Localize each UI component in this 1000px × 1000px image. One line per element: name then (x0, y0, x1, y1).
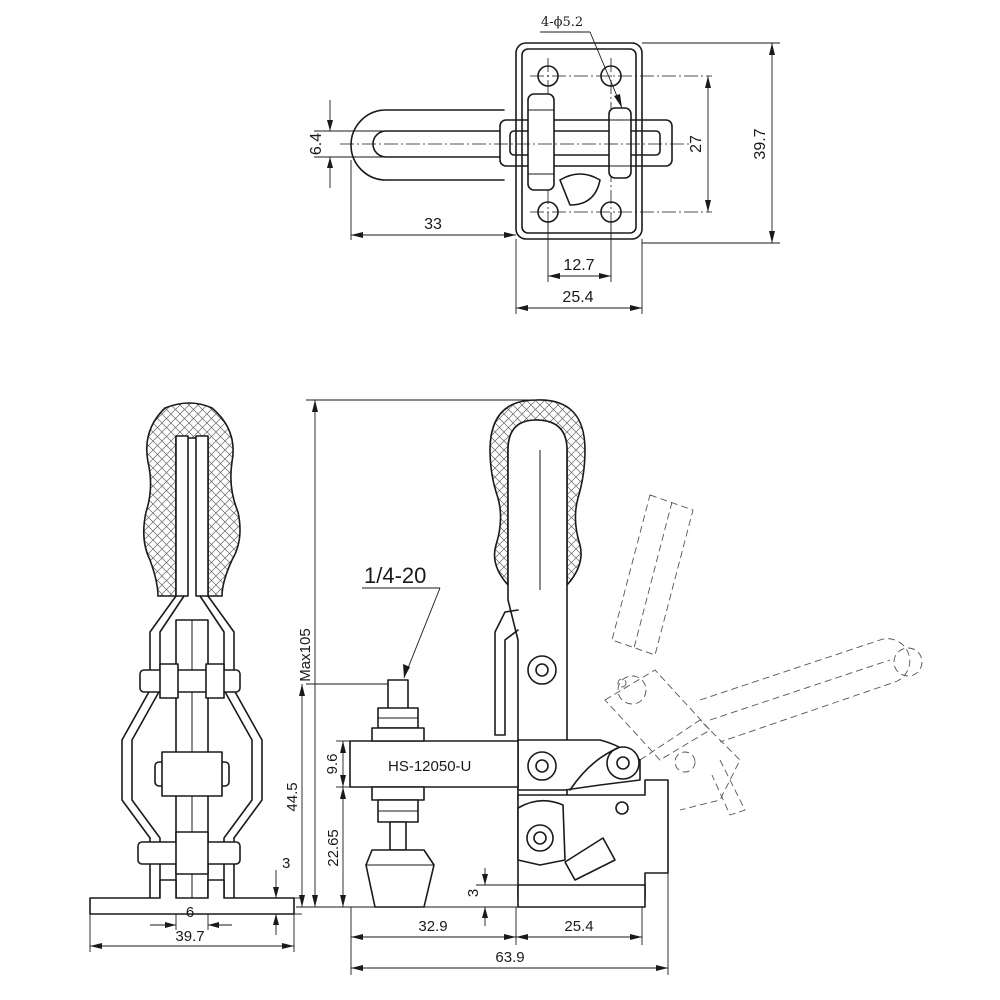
thread-label: 1/4-20 (364, 563, 426, 588)
front-pivot-arm (606, 746, 640, 780)
top-view: 4-ϕ5.2 6.4 33 27 39.7 12.7 (308, 15, 780, 314)
dim-hole-spacing-h-label: 12.7 (563, 257, 594, 274)
front-view: HS-12050-U 1/4-20 Max105 44.5 (284, 399, 923, 975)
side-view: 3 6 39.7 (89, 402, 302, 952)
hole-spec-label: 4-ϕ5.2 (541, 15, 583, 30)
top-pin-right (608, 107, 632, 179)
dim-total-label: 63.9 (495, 949, 524, 966)
dim-handle-length-label: 33 (424, 216, 442, 233)
model-label: HS-12050-U (388, 758, 471, 775)
dim-bolt-height-label: 44.5 (284, 782, 301, 811)
ghost-open-position (604, 494, 923, 816)
front-pivot-upper (527, 655, 557, 685)
front-pivot-lower (526, 824, 554, 852)
front-clamp-arm (349, 740, 519, 788)
dim-side-web-label: 6 (186, 904, 194, 921)
spindle-cap (365, 849, 435, 908)
dim-reach-label: 32.9 (418, 918, 447, 935)
dim-max-label: Max105 (297, 628, 314, 681)
dim-base-width-label: 25.4 (562, 289, 593, 306)
side-pin-upper (139, 669, 241, 693)
dim-height-label: 39.7 (752, 128, 769, 159)
dim-base-length-label: 25.4 (564, 918, 593, 935)
dim-arm-height-label: 22.65 (325, 829, 342, 867)
dim-slot-label: 6.4 (308, 133, 325, 155)
spindle-thread (387, 679, 409, 711)
dim-side-flange-label: 3 (282, 855, 290, 872)
dim-base-thickness-label: 3 (465, 889, 482, 897)
top-pin-left (527, 93, 555, 191)
dim-arm-thickness-label: 9.6 (324, 754, 341, 775)
dim-side-width-label: 39.7 (175, 928, 204, 945)
dim-hole-spacing-v-label: 27 (688, 135, 705, 153)
side-grip (142, 402, 241, 597)
front-pivot-middle (527, 751, 557, 781)
top-handle-outer (350, 109, 505, 181)
front-base (517, 884, 646, 908)
